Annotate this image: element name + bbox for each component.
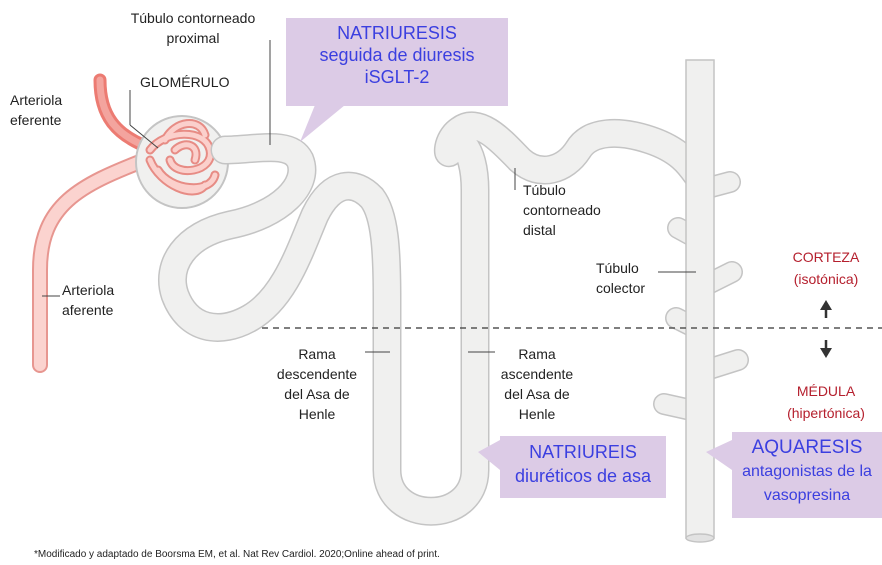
label-descending-line3: del Asa de [270, 384, 364, 404]
afferent-arteriole [40, 160, 145, 365]
callout-pointer-sglt2 [300, 105, 345, 142]
label-proximal-tubule: Túbulo contorneado proximal [108, 8, 278, 48]
zone-cortex-subtitle: (isotónica) [770, 268, 882, 290]
callout-aquaresis-line2: antagonistas de la [732, 460, 882, 484]
label-proximal-line1: Túbulo contorneado [108, 8, 278, 28]
callout-aquaresis: AQUARESIS antagonistas de la vasopresina [732, 432, 882, 518]
label-descending-limb: Rama descendente del Asa de Henle [270, 344, 364, 424]
label-efferent-arteriole: Arteriola eferente [10, 90, 62, 130]
zone-medulla-subtitle: (hipertónica) [770, 402, 882, 424]
label-ascending-line4: Henle [494, 404, 580, 424]
label-distal-line1: Túbulo [523, 180, 601, 200]
callout-sglt2: NATRIURESIS seguida de diuresis iSGLT-2 [286, 18, 508, 106]
callout-asa-line1: NATRIUREIS [500, 440, 666, 464]
label-collecting-line2: colector [596, 278, 645, 298]
label-ascending-line3: del Asa de [494, 384, 580, 404]
callout-sglt2-line2: seguida de diuresis [286, 44, 508, 66]
label-descending-line4: Henle [270, 404, 364, 424]
label-descending-line1: Rama [270, 344, 364, 364]
zone-medulla: MÉDULA (hipertónica) [770, 380, 882, 424]
label-descending-line2: descendente [270, 364, 364, 384]
zone-cortex-title: CORTEZA [770, 246, 882, 268]
double-arrow-icon [820, 300, 832, 358]
label-efferent-line2: eferente [10, 110, 62, 130]
collecting-duct [664, 60, 738, 542]
label-distal-tubule: Túbulo contorneado distal [523, 180, 601, 240]
callout-asa-line2: diuréticos de asa [500, 464, 666, 488]
footnote: *Modificado y adaptado de Boorsma EM, et… [34, 549, 440, 560]
label-ascending-line2: ascendente [494, 364, 580, 384]
callout-aquaresis-line3: vasopresina [732, 484, 882, 508]
label-ascending-limb: Rama ascendente del Asa de Henle [494, 344, 580, 424]
label-proximal-line2: proximal [108, 28, 278, 48]
label-ascending-line1: Rama [494, 344, 580, 364]
label-afferent-arteriole: Arteriola aferente [62, 280, 114, 320]
label-distal-line3: distal [523, 220, 601, 240]
label-collecting-duct: Túbulo colector [596, 258, 645, 298]
label-afferent-line1: Arteriola [62, 280, 114, 300]
label-distal-line2: contorneado [523, 200, 601, 220]
label-collecting-line1: Túbulo [596, 258, 645, 278]
label-efferent-line1: Arteriola [10, 90, 62, 110]
label-glomerulo: GLOMÉRULO [140, 72, 229, 92]
callout-aquaresis-line1: AQUARESIS [732, 436, 882, 460]
zone-cortex: CORTEZA (isotónica) [770, 246, 882, 290]
callout-sglt2-line3: iSGLT-2 [286, 66, 508, 88]
zone-medulla-title: MÉDULA [770, 380, 882, 402]
callout-asa: NATRIUREIS diuréticos de asa [500, 436, 666, 498]
label-afferent-line2: aferente [62, 300, 114, 320]
callout-sglt2-line1: NATRIURESIS [286, 22, 508, 44]
